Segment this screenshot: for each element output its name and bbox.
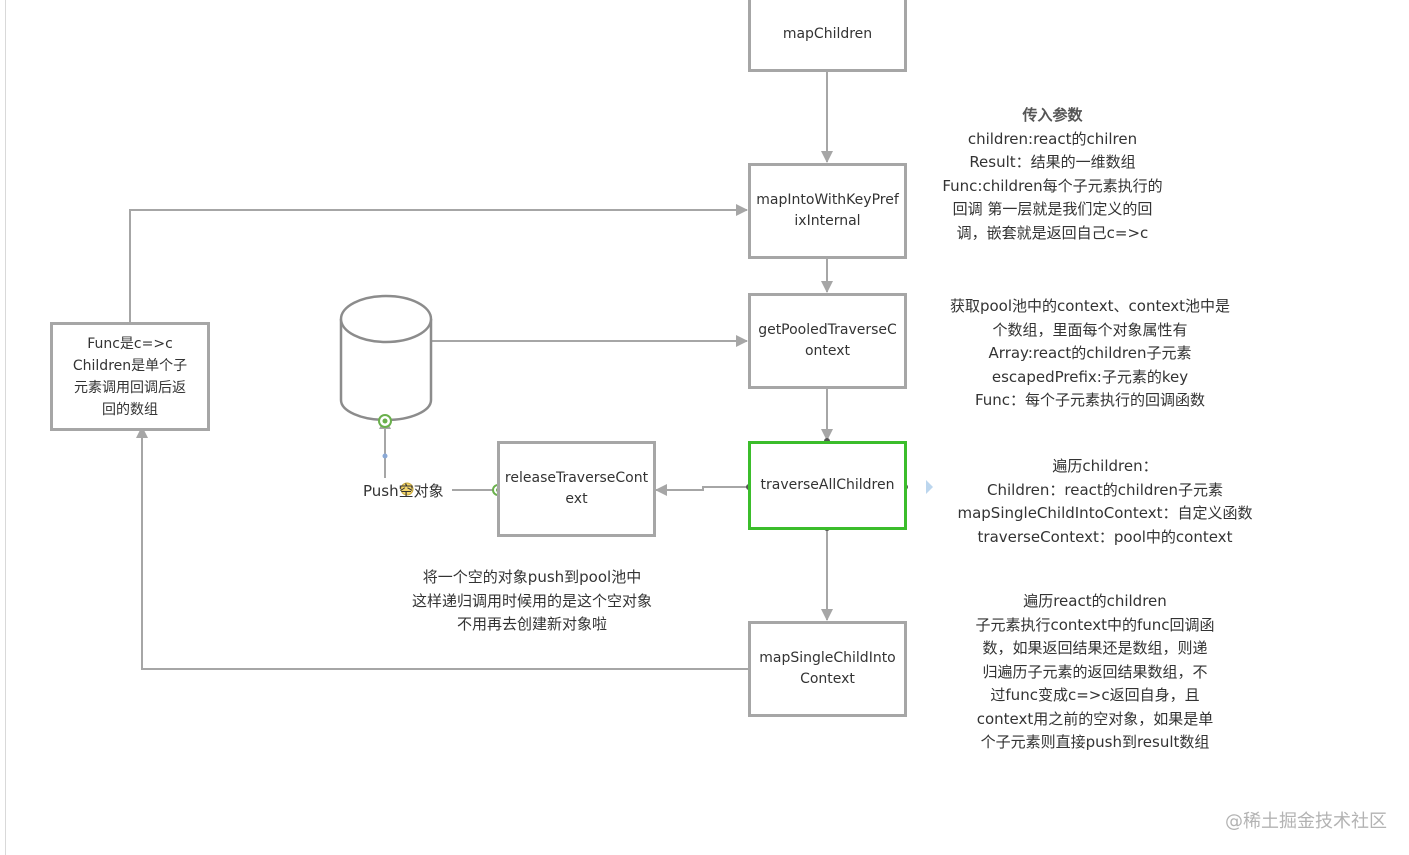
node-get-pooled-traverse-context[interactable]: getPooledTraverseContext bbox=[748, 293, 907, 389]
note-line: 个子元素则直接push到result数组 bbox=[980, 733, 1210, 751]
note-line: mapSingleChildIntoContext：自定义函数 bbox=[957, 504, 1253, 522]
note-line: Func：每个子元素执行的回调函数 bbox=[974, 391, 1206, 409]
node-map-into-with-key-prefix-internal[interactable]: mapIntoWithKeyPrefixInternal bbox=[748, 163, 907, 259]
note-line: children:react的chilren bbox=[967, 129, 1138, 148]
node-label-line: 元素调用回调后返 bbox=[74, 379, 186, 396]
node-map-children[interactable]: mapChildren bbox=[748, 0, 907, 72]
waypoint-dot[interactable] bbox=[382, 453, 388, 459]
node-label-line: Func是c=>c bbox=[87, 335, 173, 352]
node-func-children[interactable]: Func是c=>c Children是单个子 元素调用回调后返 回的数组 bbox=[50, 322, 210, 431]
node-traverse-all-children[interactable]: traverseAllChildren bbox=[748, 441, 907, 530]
node-label: releaseTraverseContext bbox=[504, 470, 649, 507]
note-line: 数，如果返回结果还是数组，则递 bbox=[982, 639, 1208, 657]
arrow-traverse-to-release bbox=[655, 484, 749, 496]
note-line: 遍历react的children bbox=[1023, 592, 1167, 610]
note-line: 不用再去创建新对象啦 bbox=[456, 615, 607, 633]
node-label-line: 回的数组 bbox=[102, 401, 158, 418]
note-release: 将一个空的对象push到pool池中 这样递归调用时候用的是这个空对象 不用再去… bbox=[372, 566, 692, 637]
arrow-mapsingle-to-func bbox=[136, 426, 749, 670]
pool-database-icon bbox=[339, 294, 433, 422]
left-border-line bbox=[5, 0, 6, 855]
note-line: 将一个空的对象push到pool池中 bbox=[422, 568, 642, 586]
note-traverse: 遍历children： Children：react的children子元素 m… bbox=[945, 455, 1265, 549]
note-line: 回调 第一层就是我们定义的回 bbox=[952, 200, 1153, 218]
note-map-single: 遍历react的children 子元素执行context中的func回调函 数… bbox=[945, 590, 1245, 755]
node-label: mapIntoWithKeyPrefixInternal bbox=[756, 192, 899, 229]
note-line: Result：结果的一维数组 bbox=[969, 153, 1136, 171]
note-line: 过func变成c=>c返回自身，且 bbox=[990, 686, 1200, 704]
note-line: traverseContext：pool中的context bbox=[977, 527, 1233, 546]
node-label: traverseAllChildren bbox=[760, 477, 895, 493]
note-line: Children：react的children子元素 bbox=[987, 480, 1223, 499]
watermark-text: @稀土掘金技术社区 bbox=[1225, 811, 1387, 832]
note-line: 这样递归调用时候用的是这个空对象 bbox=[411, 591, 652, 610]
note-line: 个数组，里面每个对象属性有 bbox=[992, 320, 1188, 339]
node-label: mapSingleChildIntoContext bbox=[759, 650, 896, 687]
node-label: getPooledTraverseContext bbox=[758, 322, 897, 359]
note-line: 子元素执行context中的func回调函 bbox=[975, 615, 1215, 634]
node-map-single-child-into-context[interactable]: mapSingleChildIntoContext bbox=[748, 621, 907, 717]
node-release-traverse-context[interactable]: releaseTraverseContext bbox=[497, 441, 656, 537]
node-label: mapChildren bbox=[782, 25, 873, 42]
note-line: 归遍历子元素的返回结果数组，不 bbox=[982, 662, 1208, 681]
note-line: context用之前的空对象，如果是单 bbox=[976, 709, 1214, 728]
note-line: escapedPrefix:子元素的key bbox=[991, 367, 1189, 386]
note-title: 传入参数 bbox=[1022, 106, 1083, 124]
drag-handle[interactable] bbox=[400, 482, 414, 496]
node-label-line: Children是单个子 bbox=[72, 357, 188, 374]
note-line: Func:children每个子元素执行的 bbox=[942, 176, 1163, 195]
expand-arrow-icon[interactable] bbox=[926, 480, 933, 494]
note-line: Array:react的children子元素 bbox=[988, 344, 1192, 362]
note-line: 获取pool池中的context、context池中是 bbox=[949, 297, 1231, 315]
connection-handle-dot bbox=[382, 418, 388, 424]
arrow-func-to-mapinto bbox=[129, 204, 748, 322]
note-params: 传入参数 children:react的chilren Result：结果的一维… bbox=[915, 104, 1190, 245]
note-pool: 获取pool池中的context、context池中是 个数组，里面每个对象属性… bbox=[925, 295, 1255, 413]
note-line: 遍历children： bbox=[1052, 457, 1158, 475]
push-empty-object-label: Push空对象 bbox=[363, 482, 444, 500]
note-line: 调，嵌套就是返回自己c=>c bbox=[956, 223, 1149, 242]
